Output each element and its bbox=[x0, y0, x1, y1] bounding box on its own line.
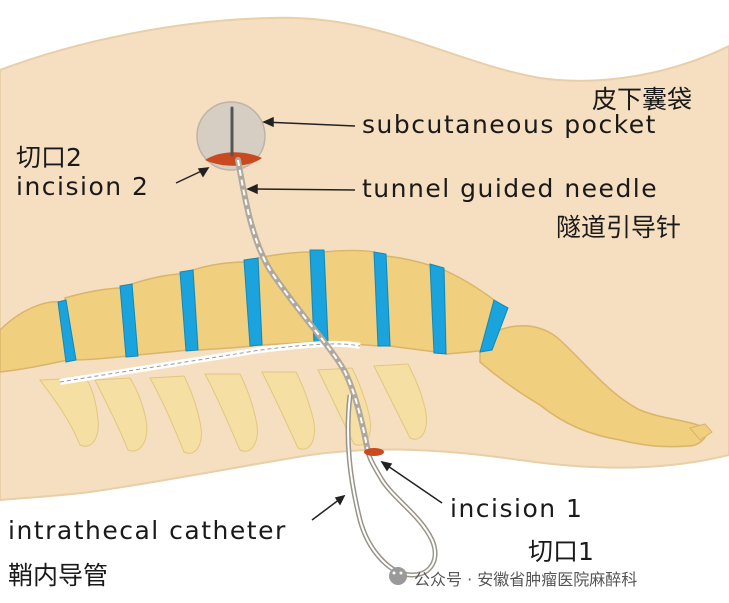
subcutaneous-pocket-en: subcutaneous pocket bbox=[362, 110, 657, 139]
intervertebral-discs bbox=[57, 249, 509, 363]
sacrum bbox=[479, 325, 707, 448]
incision-1-zh: 切口1 bbox=[528, 537, 594, 566]
incision-2-en: incision 2 bbox=[16, 172, 150, 201]
spine-processes bbox=[39, 363, 427, 454]
subcutaneous-pocket-zh: 皮下囊袋 bbox=[592, 85, 693, 114]
leader-lines bbox=[175, 116, 443, 521]
tunnel-needle-en: tunnel guided needle bbox=[362, 174, 659, 203]
watermark-text: 公众号 · 安徽省肿瘤医院麻醉科 bbox=[414, 570, 638, 589]
tunnel-needle-zh: 隧道引导针 bbox=[556, 213, 682, 242]
incision-1-en: incision 1 bbox=[450, 494, 584, 523]
intrathecal-catheter-en: intrathecal catheter bbox=[8, 516, 287, 545]
incision-1-mark bbox=[364, 448, 384, 456]
watermark-logo bbox=[389, 567, 407, 585]
subcutaneous-pocket bbox=[196, 101, 266, 171]
incision-2-zh: 切口2 bbox=[16, 143, 82, 172]
intrathecal-catheter-zh: 鞘内导管 bbox=[8, 561, 109, 590]
